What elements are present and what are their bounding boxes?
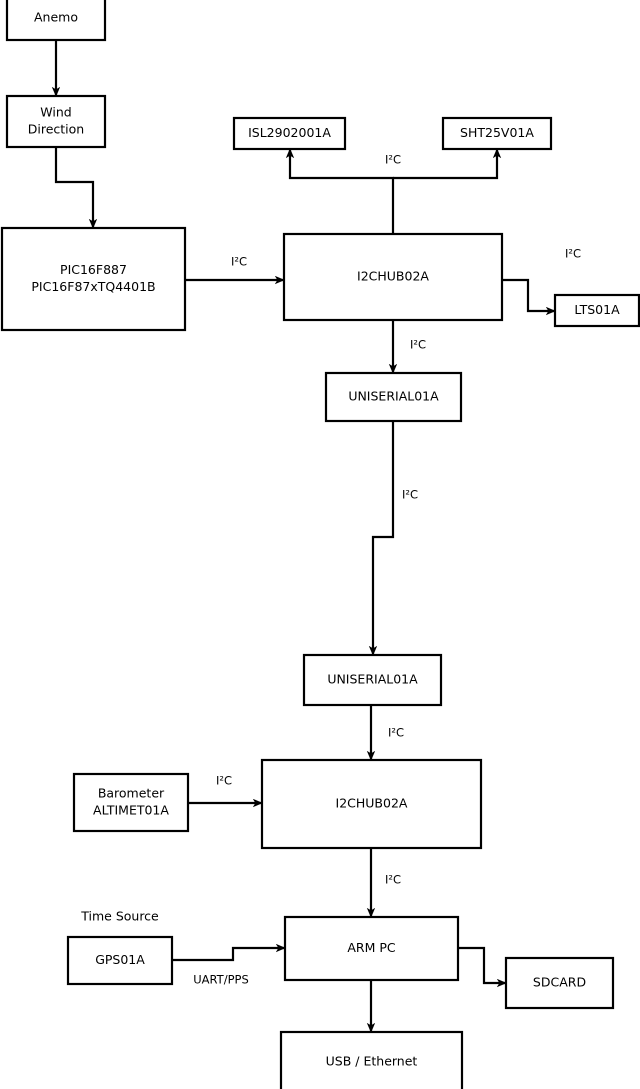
node-box[interactable] — [302, 653, 443, 707]
node-label: SHT25V01A — [460, 125, 534, 140]
edge-label-halo: I²C — [385, 153, 401, 167]
edge-line — [172, 943, 286, 962]
edge-label: I²C — [216, 774, 232, 788]
edge-label-halo: I²C — [410, 338, 426, 352]
node-lts[interactable]: LTS01A — [553, 293, 640, 328]
edge-arm-pc-to-sdcard — [449, 943, 507, 988]
edge-label-halo: I²C — [565, 247, 581, 261]
node-box[interactable] — [504, 956, 615, 1010]
node-sht[interactable]: SHT25V01A — [441, 116, 553, 151]
edge-label: UART/PPS — [193, 973, 249, 987]
node-label: LTS01A — [574, 302, 620, 317]
node-label: SDCARD — [533, 975, 586, 990]
node-label: GPS01A — [95, 952, 145, 967]
node-box[interactable] — [66, 935, 174, 986]
node-box[interactable] — [260, 758, 483, 850]
edge-label-halo: I²C — [388, 726, 404, 740]
node-label: UNISERIAL01A — [348, 389, 439, 404]
node-box[interactable] — [232, 116, 347, 151]
edge-hub-top-to-sht — [393, 148, 502, 180]
edge-label-halo: I²C — [402, 488, 418, 502]
node-label: Wind — [40, 105, 71, 120]
node-box[interactable] — [72, 772, 190, 833]
edge-label: I²C — [385, 153, 401, 167]
node-label: ARM PC — [347, 940, 396, 955]
node-sdcard[interactable]: SDCARD — [504, 956, 615, 1010]
edge-line — [285, 148, 398, 243]
edge-pic-to-wind-dir — [51, 138, 98, 229]
edge-label: I²C — [231, 255, 247, 269]
edge-line — [493, 275, 556, 316]
node-label: I2CHUB02A — [336, 796, 408, 811]
node-box[interactable] — [324, 371, 463, 423]
node-label: PIC16F87xTQ4401B — [31, 279, 155, 294]
node-arm-pc[interactable]: ARM PC — [283, 915, 460, 982]
edge-label-halo: I²C — [385, 873, 401, 887]
label-time-source: Time Source — [80, 909, 159, 924]
node-box[interactable] — [553, 293, 640, 328]
node-uniserial-top[interactable]: UNISERIAL01A — [324, 371, 463, 423]
free-labels-layer: Time Source — [80, 909, 159, 924]
node-gps[interactable]: GPS01A — [66, 935, 174, 986]
node-label: PIC16F887 — [60, 262, 127, 277]
node-label: Barometer — [98, 786, 165, 801]
edges-layer: I²CI²CI²CI²CI²CI²CI²CI²CI²CI²CI²CI²CI²CI… — [51, 31, 583, 1033]
node-label: I2CHUB02A — [357, 269, 429, 284]
node-box[interactable] — [282, 232, 504, 322]
edge-line — [393, 148, 502, 180]
edge-label-halo: I²C — [231, 255, 247, 269]
edge-label: I²C — [388, 726, 404, 740]
node-box[interactable] — [441, 116, 553, 151]
node-label: USB / Ethernet — [326, 1054, 418, 1069]
node-hub-bot[interactable]: I2CHUB02A — [260, 758, 483, 850]
node-box[interactable] — [283, 915, 460, 982]
node-label: UNISERIAL01A — [327, 672, 418, 687]
node-isl[interactable]: ISL2902001A — [232, 116, 347, 151]
node-label: ISL2902001A — [248, 125, 331, 140]
edge-label-halo: I²C — [216, 774, 232, 788]
node-box[interactable] — [0, 226, 187, 332]
node-label: Anemo — [34, 10, 78, 25]
node-box[interactable] — [5, 0, 107, 42]
edge-line — [449, 943, 507, 988]
edge-line — [368, 412, 398, 656]
node-uniserial-bot[interactable]: UNISERIAL01A — [302, 653, 443, 707]
node-usb-eth[interactable]: USB / Ethernet — [279, 1030, 464, 1089]
edge-label-halo: UART/PPS — [193, 973, 249, 987]
edge-label: I²C — [385, 873, 401, 887]
edge-label: I²C — [410, 338, 426, 352]
node-label: Direction — [28, 122, 84, 137]
node-box[interactable] — [279, 1030, 464, 1089]
edge-label: I²C — [565, 247, 581, 261]
node-label: ALTIMET01A — [93, 803, 169, 818]
node-hub-top[interactable]: I2CHUB02A — [282, 232, 504, 322]
node-anemo[interactable]: Anemo — [5, 0, 107, 42]
edge-line — [51, 138, 98, 229]
edge-label: I²C — [402, 488, 418, 502]
node-box[interactable] — [5, 94, 107, 149]
